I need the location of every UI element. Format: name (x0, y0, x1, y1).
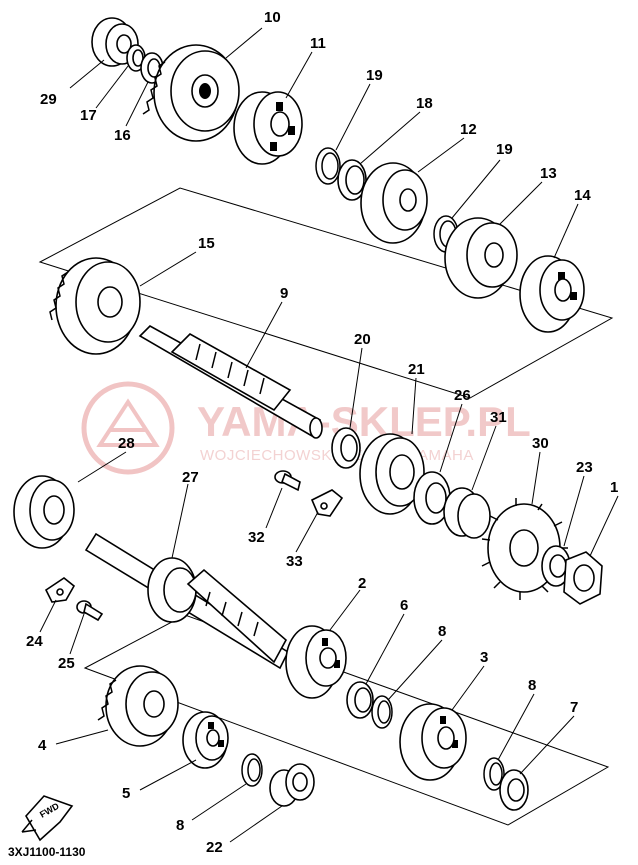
callout-19-middle: 19 (496, 141, 513, 158)
callout-16: 16 (114, 127, 131, 144)
callout-17: 17 (80, 107, 97, 124)
callout-27: 33 (286, 553, 303, 570)
callout-11: 11 (310, 35, 326, 52)
callout-20: 20 (354, 331, 371, 348)
part-9-shaft (138, 325, 323, 439)
part-14-gear (519, 255, 585, 333)
part-23-bearing (13, 475, 75, 549)
part-27-lock-plate (310, 489, 344, 517)
callout-28: 32 (248, 529, 265, 546)
part-8-circlip-right (483, 757, 505, 791)
part-33-nut (563, 551, 603, 605)
callout-3: 3 (480, 649, 488, 666)
callout-25: 25 (58, 655, 75, 672)
part-8-circlip-lower (241, 753, 263, 787)
part-18-washer (337, 159, 367, 201)
part-2-gear (285, 625, 347, 699)
part-32-lock-washer (541, 545, 571, 587)
callout-9: 9 (280, 285, 288, 302)
leader-lines (39, 27, 619, 843)
part-21-bearing (359, 433, 425, 515)
callout-14: 14 (574, 187, 591, 204)
part-20-oil-seal (331, 427, 361, 469)
watermark-logo-icon (81, 381, 175, 475)
callout-29: 29 (40, 91, 57, 108)
callout-33: 1 (610, 479, 618, 496)
callout-7: 7 (570, 699, 578, 716)
callout-23: 28 (118, 435, 135, 452)
callout-18: 18 (416, 95, 433, 112)
part-22-needle-bearing (269, 763, 315, 807)
part-12-gear (360, 162, 428, 244)
lower-assembly-frame (83, 614, 610, 826)
part-13-gear (444, 217, 518, 299)
watermark-brand: YAMA-SKLEP.PL (197, 398, 531, 445)
callout-2: 2 (358, 575, 366, 592)
callout-13: 13 (540, 165, 557, 182)
part-24-lock-plate (44, 577, 76, 603)
part-5-gear (182, 711, 229, 769)
callout-15: 15 (198, 235, 215, 252)
callout-12: 12 (460, 121, 477, 138)
part-11-gear (233, 91, 303, 165)
part-8-circlip-upper (371, 695, 393, 729)
part-1-main-shaft (84, 532, 290, 670)
callout-10: 10 (264, 9, 281, 26)
callout-4: 4 (38, 737, 47, 754)
callout-32: 23 (576, 459, 593, 476)
fwd-direction-badge: FWD (21, 795, 74, 842)
part-7-toothed-washer (499, 769, 529, 811)
callout-24: 24 (26, 633, 43, 650)
upper-assembly-frame (38, 187, 614, 399)
callout-8-upper: 8 (438, 623, 446, 640)
callout-30: 30 (532, 435, 549, 452)
callout-6: 6 (400, 597, 408, 614)
diagram-code: 3XJ1100-1130 (8, 845, 86, 859)
callout-22: 22 (206, 839, 223, 856)
callout-26: 26 (454, 387, 471, 404)
callout-labels: 10 11 29 17 16 19 18 12 19 13 14 15 9 20… (26, 9, 618, 856)
callout-31: 31 (490, 409, 507, 426)
callout-1: 27 (182, 469, 199, 486)
callout-19-upper: 19 (366, 67, 383, 84)
callout-8-lower: 8 (176, 817, 184, 834)
part-29-bearing (91, 17, 139, 67)
callout-5: 5 (122, 785, 130, 802)
part-15-gear (49, 257, 141, 355)
part-25-bolt (76, 600, 104, 622)
part-30-drive-sprocket (481, 498, 568, 600)
part-3-gear (399, 703, 467, 781)
part-28-bolt (274, 470, 301, 492)
part-6-washer (346, 681, 374, 719)
callout-8-right: 8 (528, 677, 536, 694)
callout-21: 21 (408, 361, 425, 378)
part-31-spacer (443, 487, 491, 539)
part-10-gear (142, 44, 240, 142)
part-4-gear (97, 665, 179, 747)
part-19-circlip-upper (315, 147, 341, 185)
